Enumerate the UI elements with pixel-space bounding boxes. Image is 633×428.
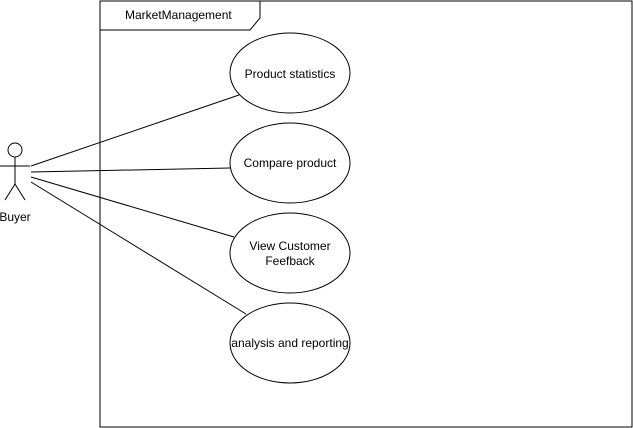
- actor-head: [7, 142, 23, 158]
- actor-name: Buyer: [0, 210, 31, 224]
- use-case-ellipse: [229, 212, 351, 294]
- use-case-label: Product statistics: [245, 67, 336, 81]
- actor-left-leg: [4, 183, 16, 201]
- system-boundary: [99, 0, 633, 428]
- system-name: MarketManagement: [125, 8, 232, 22]
- actor-buyer[interactable]: [0, 142, 30, 201]
- use-case-compare-product[interactable]: Compare product: [229, 122, 351, 204]
- use-case-label-line-1: View Customer: [249, 239, 330, 253]
- use-case-analysis-and-reporting[interactable]: analysis and reporting: [229, 302, 351, 384]
- actor-right-leg: [14, 183, 26, 201]
- use-case-label: Compare product: [244, 156, 337, 170]
- use-case-label: analysis and reporting: [231, 336, 348, 350]
- association-line: [30, 181, 247, 315]
- use-case-product-statistics[interactable]: Product statistics: [229, 32, 351, 114]
- use-case-ellipse: [229, 32, 351, 114]
- use-case-view-customer-feedback[interactable]: View Customer Feefback: [229, 212, 351, 294]
- use-case-label-line-2: Feefback: [265, 254, 315, 268]
- use-case-ellipse: [229, 302, 351, 384]
- system-label-tab: [99, 0, 261, 31]
- association-line: [30, 167, 231, 173]
- association-line: [30, 94, 240, 167]
- association-line: [30, 176, 235, 238]
- use-case-ellipse: [229, 122, 351, 204]
